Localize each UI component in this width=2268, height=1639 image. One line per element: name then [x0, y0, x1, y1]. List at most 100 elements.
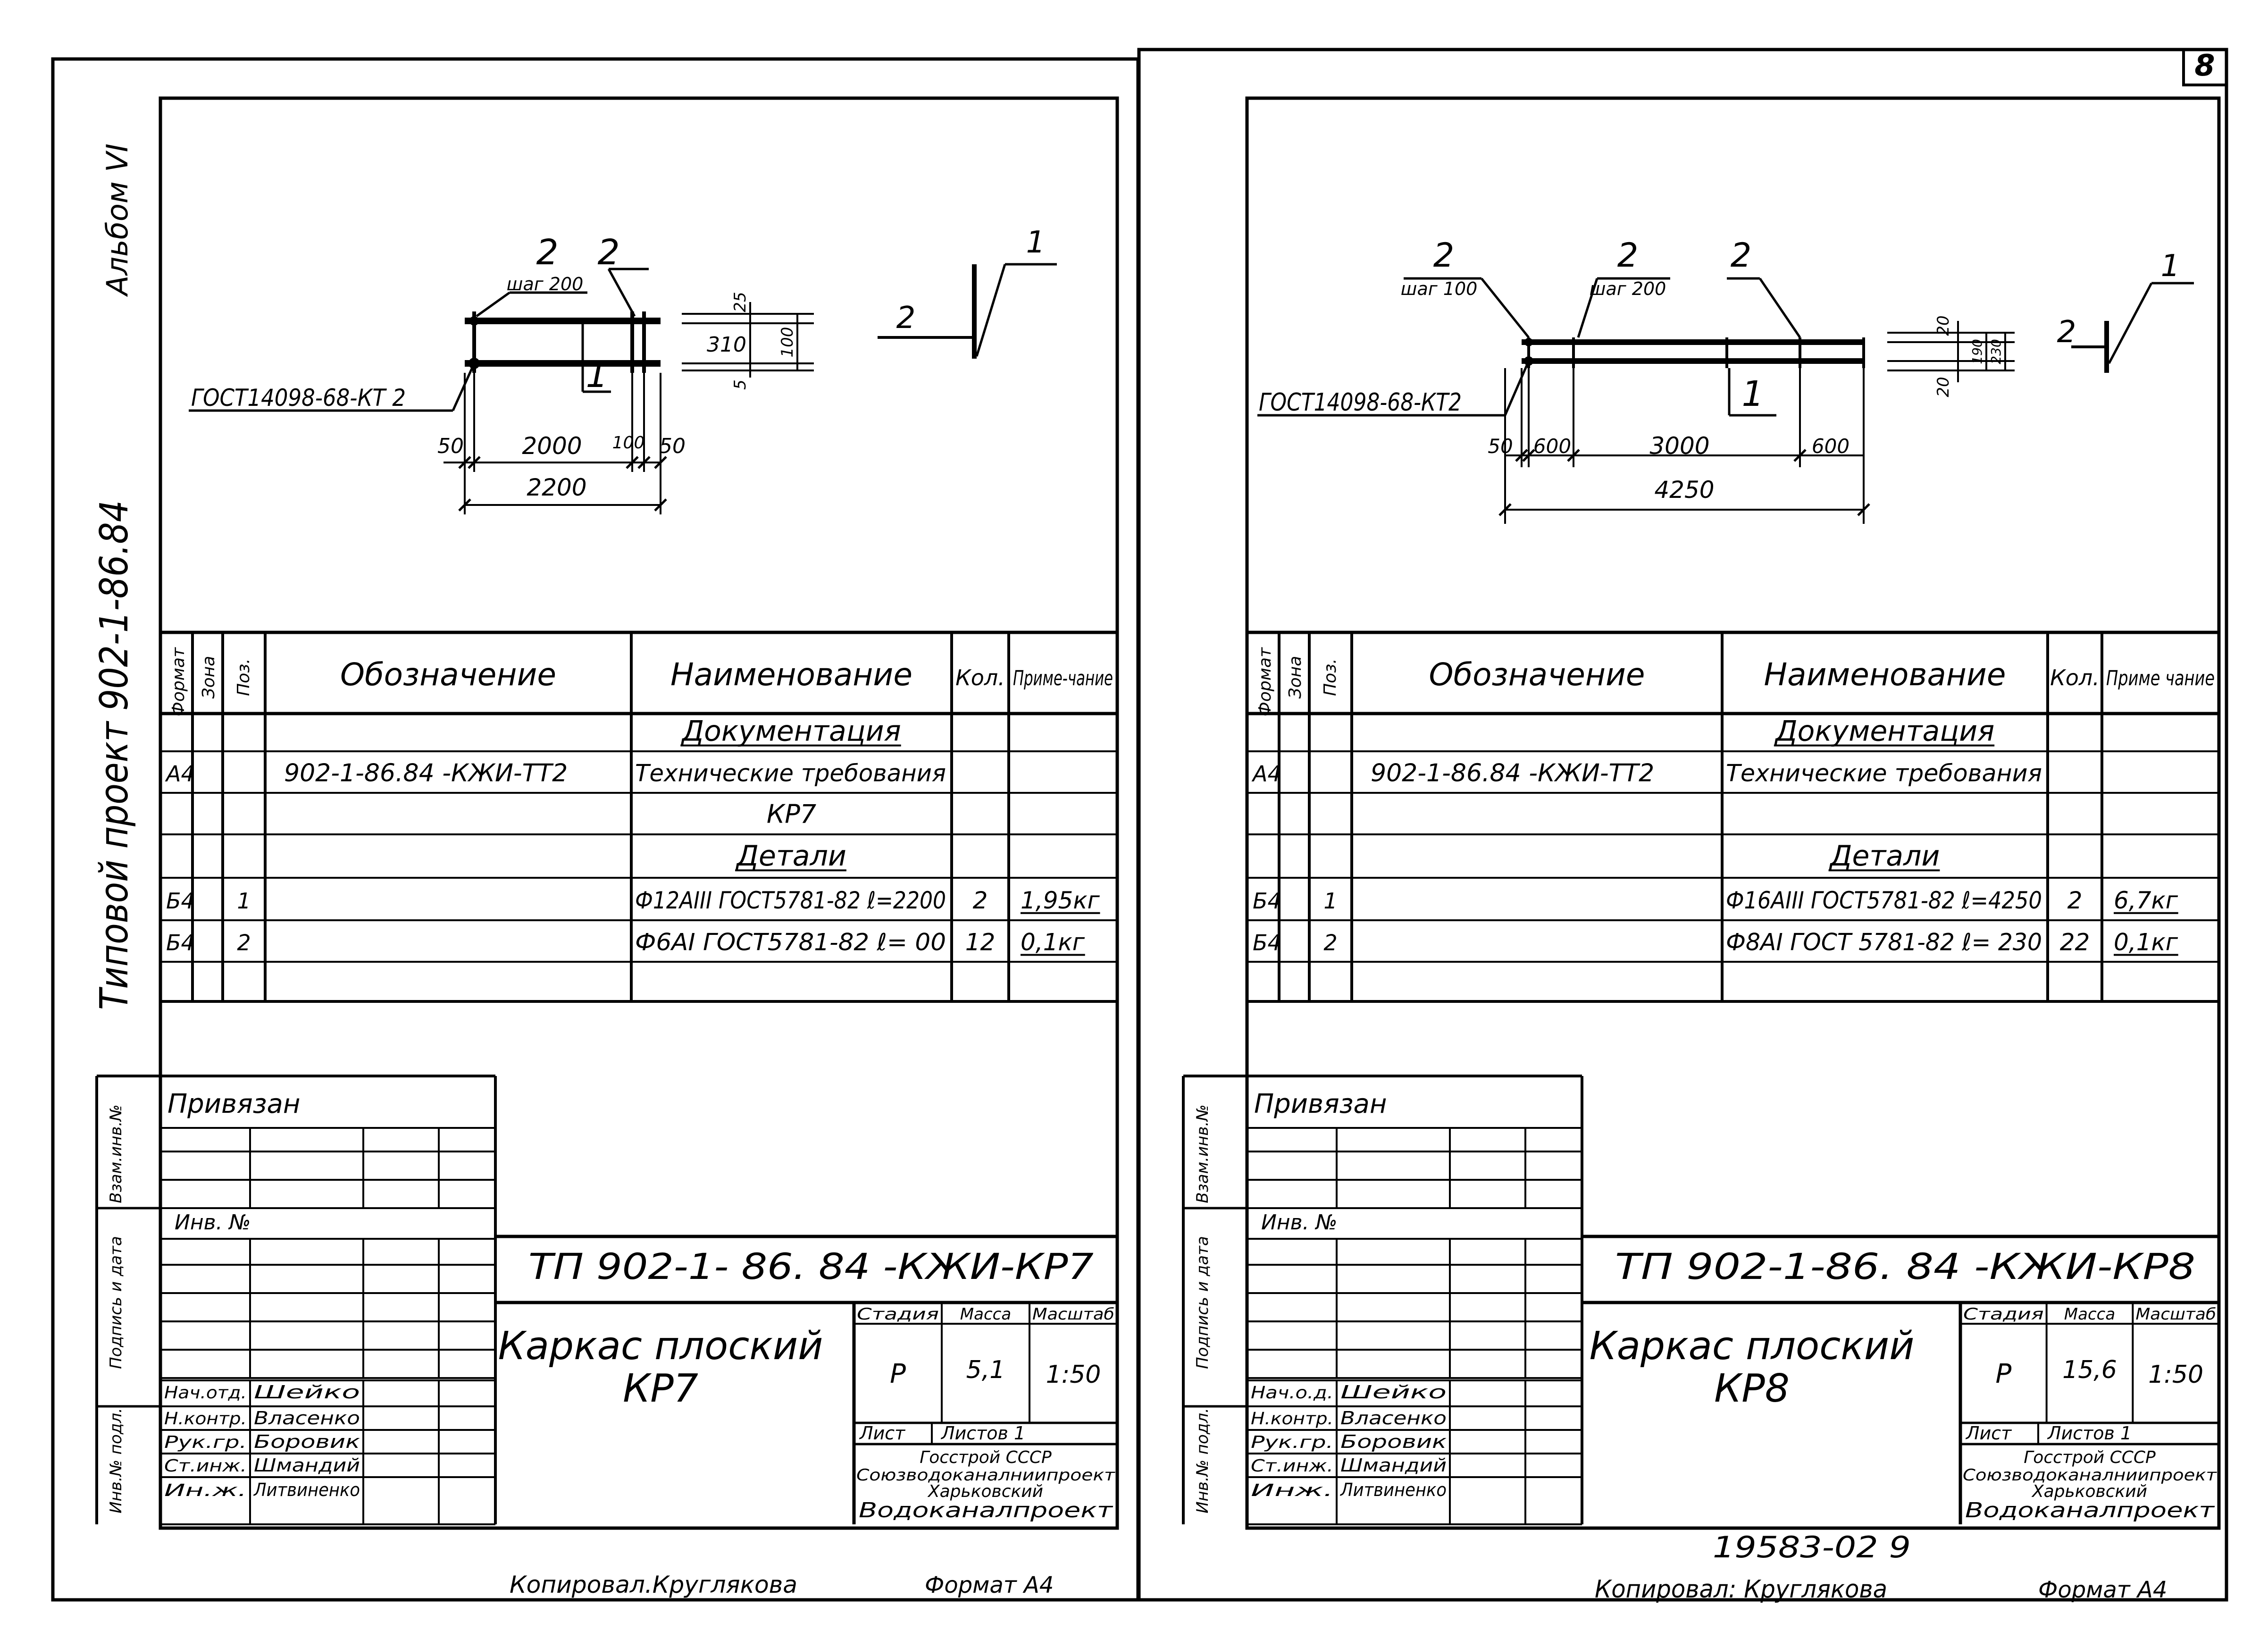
- stage-value: Р: [890, 1359, 906, 1389]
- cell-pos: 2: [237, 930, 251, 955]
- cell-designation: 902-1-86.84 -КЖИ-ТТ2: [1371, 759, 1654, 787]
- right-inner-frame: [1245, 96, 2221, 1530]
- dim-600: 600: [1812, 435, 1850, 458]
- cell-format: Б4: [1253, 930, 1281, 955]
- leader: [1758, 277, 1801, 338]
- leader: [2108, 282, 2153, 364]
- standard-label: ГОСТ14098-68-КТ 2: [191, 384, 406, 412]
- person-role: Ст.инж.: [1251, 1456, 1333, 1476]
- header-designation: Обозначение: [1429, 656, 1645, 693]
- section-heading: Документация: [680, 715, 901, 748]
- leader: [1481, 277, 1530, 338]
- weld-point: [1524, 338, 1533, 346]
- person-role: Нач.отд.: [164, 1383, 247, 1403]
- header-name: Наименование: [670, 656, 912, 693]
- dim-50: 50: [659, 434, 686, 458]
- margin-podpis: Подпись и дата: [1193, 1236, 1212, 1369]
- project-label: Типовой проект 902-1-86.84: [92, 500, 137, 1010]
- album-label: Альбом VI: [100, 143, 134, 297]
- title-line-1: Каркас плоский: [498, 1324, 823, 1369]
- title-line-2: КР8: [1714, 1366, 1790, 1411]
- cell-name: Ф16АIII ГОСТ5781-82 ℓ=4250: [1726, 887, 2042, 914]
- header-zone: Зона: [199, 656, 218, 699]
- tag-2a: 2: [536, 232, 558, 273]
- dimension-tick: [1857, 503, 1870, 516]
- scale-value: 1:50: [2148, 1361, 2203, 1389]
- privyazan-label: Привязан: [1254, 1089, 1387, 1119]
- node-label-2: 2: [896, 301, 916, 336]
- stage-value: Р: [1995, 1359, 2011, 1389]
- dim-side: 25: [731, 292, 750, 312]
- person-role: Рук.гр.: [164, 1433, 247, 1452]
- tag-2b: 2: [597, 232, 619, 273]
- org-line: Харьковский: [2031, 1482, 2147, 1501]
- cell-name: Технические требования: [1726, 759, 2042, 787]
- dimension-tick: [458, 498, 471, 512]
- dimension-tick: [468, 456, 481, 469]
- header-name: Наименование: [1764, 656, 2006, 693]
- header-format: Формат: [169, 647, 188, 716]
- cell-name: КР7: [767, 799, 816, 829]
- sheets-count-label: Листов 1: [940, 1423, 1025, 1444]
- inv-no-label: Инв. №: [1261, 1210, 1337, 1235]
- cell-note: 1,95кг: [1021, 887, 1100, 914]
- corner-mark: 8: [2194, 48, 2215, 83]
- cell-name: Ф6АI ГОСТ5781-82 ℓ= 00: [635, 928, 946, 956]
- dim-600: 600: [1533, 435, 1571, 458]
- title-line-2: КР7: [623, 1366, 698, 1411]
- person-role: Нач.о.д.: [1251, 1383, 1333, 1403]
- header-format: Формат: [1255, 647, 1275, 716]
- person-name: Власенко: [254, 1408, 360, 1429]
- format-label: Формат А4: [2038, 1577, 2167, 1603]
- doc-code: ТП 902-1- 86. 84 -КЖИ-КР7: [528, 1245, 1094, 1287]
- standard-label: ГОСТ14098-68-КТ2: [1259, 388, 1462, 417]
- header-designation: Обозначение: [340, 656, 556, 693]
- dimension-tick: [1567, 449, 1580, 462]
- stage-label: Стадия: [1963, 1305, 2044, 1324]
- person-role: Н.контр.: [1251, 1409, 1333, 1429]
- dimension-tick: [1522, 449, 1535, 462]
- dim-side: 20: [1934, 377, 1953, 397]
- mass-value: 5,1: [966, 1356, 1005, 1384]
- org-line: Союзводоканалниипроект: [1963, 1466, 2217, 1485]
- leader: [975, 264, 1006, 357]
- leader: [452, 362, 476, 412]
- margin-inv-podl: Инв.№ подл.: [1193, 1408, 1212, 1513]
- scale-label: Масштаб: [2135, 1305, 2216, 1324]
- cell-name: Технические требования: [635, 759, 946, 787]
- person-name: Литвиненко: [1339, 1479, 1447, 1500]
- privyazan-label: Привязан: [167, 1089, 300, 1119]
- header-note: Приме чание: [2106, 666, 2215, 690]
- cell-pos: 1: [1323, 888, 1337, 914]
- margin-vzam: Взам.инв.№: [107, 1104, 126, 1203]
- dim-side: 20: [1934, 315, 1953, 336]
- person-name: Шейко: [1340, 1382, 1447, 1403]
- cell-format: Б4: [1253, 888, 1281, 914]
- person-name: Литвиненко: [253, 1479, 360, 1500]
- header-qty: Кол.: [2050, 665, 2100, 690]
- person-name: Боровик: [254, 1431, 360, 1452]
- dim-50: 50: [437, 434, 464, 458]
- copied-by: Копировал.Круглякова: [510, 1571, 797, 1598]
- leader: [1504, 361, 1530, 416]
- left-inner-frame: [159, 96, 1119, 1530]
- dim-side: 5: [731, 379, 750, 390]
- copied-by: Копировал: Круглякова: [1595, 1575, 1887, 1604]
- cell-note: 0,1кг: [1021, 928, 1085, 956]
- section-heading: Детали: [735, 840, 846, 873]
- person-name: Шмандий: [1340, 1455, 1447, 1476]
- tag-2c: 2: [1731, 236, 1752, 275]
- tag-2a-sub: шаг 100: [1401, 278, 1478, 299]
- person-name: Боровик: [1340, 1431, 1447, 1452]
- tag-2a: 2: [1433, 236, 1455, 275]
- dimension-tick: [1793, 449, 1807, 462]
- cell-note: 6,7кг: [2114, 887, 2178, 914]
- dimension-tick: [458, 456, 471, 469]
- org-line: Госстрой СССР: [2024, 1448, 2156, 1467]
- section-heading: Документация: [1774, 715, 1994, 748]
- header-qty: Кол.: [955, 665, 1005, 690]
- dim-side: 190: [1969, 339, 1985, 364]
- scale-value: 1:50: [1046, 1361, 1101, 1389]
- person-name: Власенко: [1340, 1408, 1447, 1429]
- dimension-tick: [654, 456, 667, 469]
